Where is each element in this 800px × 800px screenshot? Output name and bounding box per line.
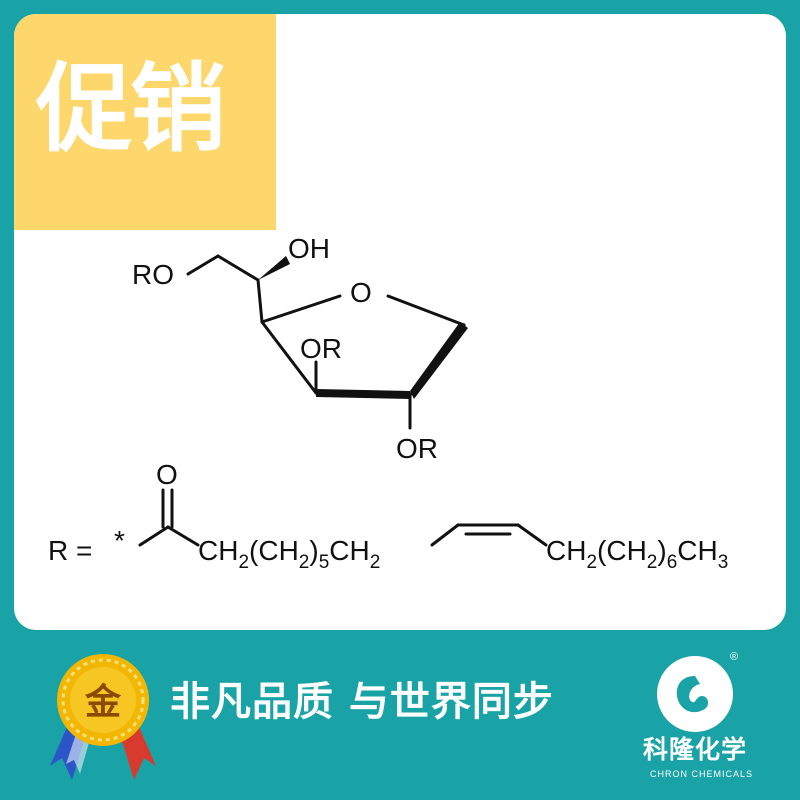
wedge-oh: [258, 256, 290, 280]
label-r-equals: R =: [48, 535, 92, 566]
promo-banner-shape: [14, 14, 276, 230]
chain-right: CH2(CH2)6CH3: [546, 535, 728, 573]
label-or-middle: OR: [300, 333, 342, 364]
bond-ro-ch2: [186, 254, 220, 276]
brand-name-en: CHRON CHEMICALS: [650, 769, 754, 779]
bond-choh-c4: [256, 278, 264, 324]
slogan: 非凡品质 与世界同步: [170, 679, 554, 725]
label-ro-top: RO: [132, 259, 174, 290]
bond-star-c: [138, 525, 170, 547]
bond-o-c1: [386, 294, 466, 327]
label-or-bottom: OR: [396, 433, 438, 464]
gold-medal-icon: 金: [50, 654, 156, 780]
chain-left: CH2(CH2)5CH2: [198, 535, 380, 573]
label-carbonyl-o: O: [156, 459, 178, 490]
bond-c2-c1-bold: [410, 322, 468, 399]
chron-logo-icon: ®: [657, 651, 738, 732]
bond-c4-c3: [260, 320, 318, 395]
label-star: *: [114, 525, 125, 556]
bond-c3-c2-bold: [316, 389, 410, 399]
promo-label: 促销: [36, 53, 226, 165]
bond-c-ch2: [166, 525, 200, 547]
bond-ch2-cis1: [430, 523, 460, 547]
promo-banner: 促销: [14, 14, 276, 230]
label-ring-o: O: [350, 277, 372, 308]
bond-ch2-choh: [216, 254, 260, 282]
bond-cis2-ch2: [516, 523, 548, 547]
product-card: 促销: [14, 14, 786, 630]
medal-char: 金: [84, 681, 122, 723]
brand-name-cn: 科隆化学: [643, 735, 748, 764]
registered-mark: ®: [730, 651, 738, 663]
label-oh: OH: [288, 233, 330, 264]
bond-c4-o: [260, 294, 342, 324]
